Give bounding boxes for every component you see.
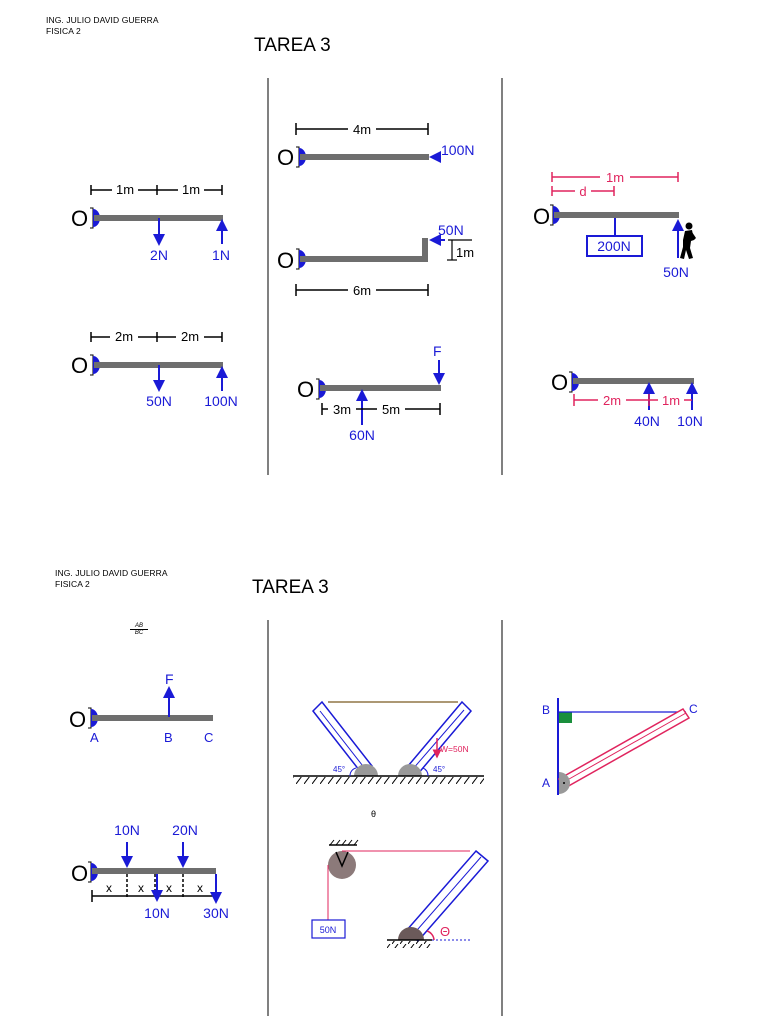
pivot-o: O	[277, 248, 294, 273]
force-label: 1N	[212, 247, 230, 263]
force-label: 20N	[172, 822, 198, 838]
angle-label: 45°	[333, 765, 345, 774]
beam	[422, 238, 428, 262]
page1-title: TAREA 3	[254, 35, 331, 56]
dim-label: 2m	[603, 393, 621, 408]
beam	[573, 378, 694, 384]
beam	[554, 212, 679, 218]
beam	[300, 154, 429, 160]
beam	[92, 715, 213, 721]
point-label: A	[542, 776, 550, 790]
pivot-o: O	[69, 707, 86, 732]
beam	[92, 868, 216, 874]
dim-label: 2m	[115, 329, 133, 344]
weight-label: W=50N	[440, 744, 469, 754]
author-name: ING. JULIO DAVID GUERRA	[55, 568, 168, 578]
dim-label: 5m	[382, 402, 400, 417]
pivot-o: O	[71, 206, 88, 231]
pivot-o: O	[71, 861, 88, 886]
dim-label: x	[197, 881, 203, 895]
force-label: 100N	[204, 393, 237, 409]
pivot-o: O	[551, 370, 568, 395]
dim-label: d	[579, 184, 586, 199]
page2-header: ING. JULIO DAVID GUERRA FISICA 2	[55, 568, 168, 590]
force-label: 50N	[438, 222, 464, 238]
pivot-o: O	[71, 353, 88, 378]
page1-header: ING. JULIO DAVID GUERRA FISICA 2	[46, 15, 159, 37]
point-label: C	[689, 702, 698, 716]
problem-9: O 10N 20N x x x x 10N 30N	[71, 822, 229, 921]
point-label: B	[542, 703, 550, 717]
beam	[320, 385, 441, 391]
dim-label: 3m	[333, 402, 351, 417]
force-label: 30N	[203, 905, 229, 921]
dim-label: x	[138, 881, 144, 895]
dim-label: 1m	[662, 393, 680, 408]
box-label: 200N	[597, 238, 630, 254]
pivot-o: O	[297, 377, 314, 402]
problem-3: 4m O 100N	[277, 121, 474, 170]
force-label: F	[165, 671, 174, 687]
dim-label: 1m	[456, 245, 474, 260]
dim-label: 2m	[181, 329, 199, 344]
force-label: 2N	[150, 247, 168, 263]
problem-12: B C A	[542, 698, 698, 795]
fraction-ab-bc: AB BC	[130, 623, 148, 636]
force-label: 50N	[663, 264, 689, 280]
force-label: 60N	[349, 427, 375, 443]
dim-label: 6m	[353, 283, 371, 298]
force-label: 10N	[144, 905, 170, 921]
pivot-o: O	[277, 145, 294, 170]
problem-5: O F 3m 5m 60N	[297, 343, 445, 443]
theta-label: Θ	[440, 924, 450, 939]
point-label: A	[90, 730, 99, 745]
force-label: 100N	[441, 142, 474, 158]
dim-label: 4m	[353, 122, 371, 137]
dim-label: 1m	[606, 170, 624, 185]
course-name: FISICA 2	[46, 26, 81, 36]
dim-label: x	[166, 881, 172, 895]
problem-4: O 50N 1m 6m	[277, 222, 474, 298]
dim-label: x	[106, 881, 112, 895]
problem-10: 45° 45° W=50N	[293, 700, 484, 784]
problem-8: O F A B C	[69, 671, 213, 745]
pivot-o: O	[533, 204, 550, 229]
problem-7: O 2m 1m 40N 10N	[551, 370, 703, 429]
angle-label: 45°	[433, 765, 445, 774]
force-label: 50N	[146, 393, 172, 409]
box-label: 50N	[320, 925, 337, 935]
right-angle-marker	[559, 712, 572, 723]
force-label: 10N	[677, 413, 703, 429]
author-name: ING. JULIO DAVID GUERRA	[46, 15, 159, 25]
problem-2: 2m 2m O 50N 100N	[71, 329, 238, 409]
problem-11: 50N Θ	[311, 839, 490, 948]
weight-box	[586, 235, 643, 257]
force-label: 40N	[634, 413, 660, 429]
problem-6: 1m d O 200N 50N	[533, 169, 696, 280]
weight-box	[311, 919, 346, 939]
page2-title: TAREA 3	[252, 577, 329, 598]
problem-1: 1m 1m O 2N 1N	[71, 182, 230, 263]
dim-label: 1m	[116, 182, 134, 197]
dim-label: 1m	[182, 182, 200, 197]
person-icon	[680, 222, 696, 259]
force-label: 10N	[114, 822, 140, 838]
theta-label: θ	[371, 809, 376, 819]
beam	[300, 256, 428, 262]
point-label: B	[164, 730, 173, 745]
course-name: FISICA 2	[55, 579, 90, 589]
point-label: C	[204, 730, 213, 745]
force-label: F	[433, 343, 442, 359]
